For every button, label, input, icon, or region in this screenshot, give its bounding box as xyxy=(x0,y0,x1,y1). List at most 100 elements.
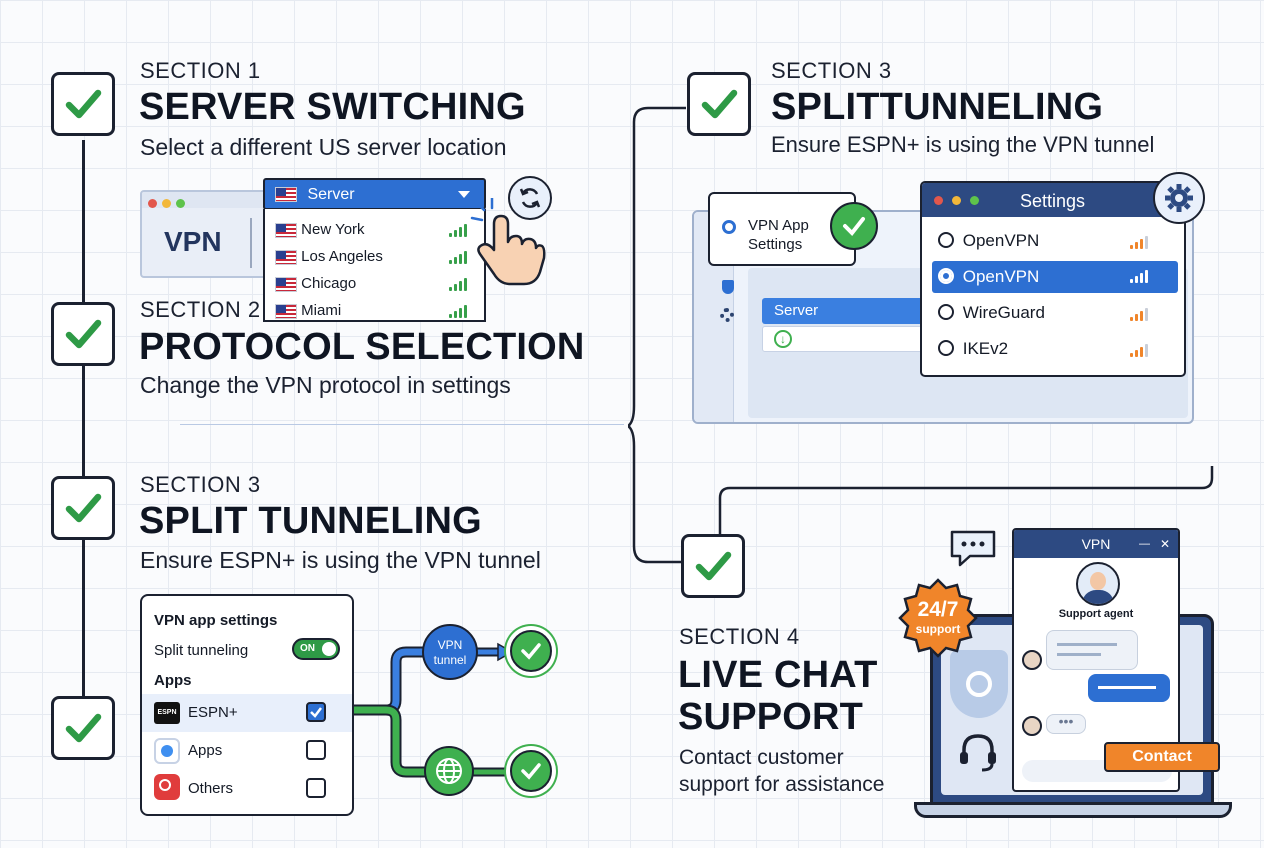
callout-label: VPN App Settings xyxy=(748,217,809,253)
protocol-option[interactable]: IKEv2 xyxy=(938,339,1008,359)
apps-logo-icon xyxy=(154,738,180,764)
section-3-title: SPLIT TUNNELING xyxy=(139,500,482,542)
others-checkbox[interactable] xyxy=(306,778,326,798)
contact-button-label: Contact xyxy=(1132,748,1192,765)
espn-logo-icon: ESPN xyxy=(154,702,180,724)
radio-icon xyxy=(938,340,954,356)
apps-heading: Apps xyxy=(154,672,192,689)
server-option[interactable]: Chicago xyxy=(275,275,356,292)
signal-icon xyxy=(449,223,467,237)
server-dropdown[interactable]: Server xyxy=(263,178,486,210)
direct-check-icon xyxy=(510,750,552,792)
user-avatar xyxy=(1022,650,1042,670)
support-connector xyxy=(712,466,1216,536)
radio-icon xyxy=(938,232,954,248)
us-flag-icon xyxy=(275,303,297,319)
download-icon: ↓ xyxy=(774,330,792,348)
server-dropdown-label: Server xyxy=(307,186,355,203)
checkbox-section-4 xyxy=(681,534,745,598)
support-badge: 24/7 support xyxy=(898,578,978,658)
protocol-option[interactable]: OpenVPN xyxy=(938,231,1039,251)
section-3b-label: SECTION 3 xyxy=(771,58,892,83)
server-list: New York Los Angeles Chicago Miami xyxy=(263,209,486,322)
chat-window-title: VPN xyxy=(1081,536,1111,552)
vpn-tunnel-node: VPN tunnel xyxy=(422,624,478,680)
espn-checkbox[interactable] xyxy=(306,702,326,722)
section-3-label: SECTION 3 xyxy=(140,472,261,497)
section-4-desc: Contact customer support for assistance xyxy=(679,746,885,796)
shield-icon xyxy=(722,280,734,294)
section-2-desc: Change the VPN protocol in settings xyxy=(140,372,511,398)
settings-check-icon xyxy=(830,202,878,250)
server-option[interactable]: New York xyxy=(275,221,365,238)
check-icon xyxy=(65,493,102,523)
section-2-title: PROTOCOL SELECTION xyxy=(139,326,585,368)
server-bar[interactable]: Server xyxy=(762,298,932,324)
signal-icon xyxy=(1130,307,1148,321)
vpn-tunnel-label: VPN tunnel xyxy=(433,638,467,667)
radio-icon xyxy=(938,304,954,320)
section-1-title: SERVER SWITCHING xyxy=(139,86,526,128)
check-icon xyxy=(65,319,102,349)
app-name: ESPN+ xyxy=(188,704,238,721)
gear-icon xyxy=(720,308,734,322)
others-logo-icon xyxy=(154,774,180,800)
app-name: Others xyxy=(188,780,234,797)
split-tunneling-toggle[interactable]: ON xyxy=(292,638,340,660)
minimize-icon[interactable]: — xyxy=(1139,538,1150,550)
typing-indicator: ••• xyxy=(1046,714,1086,734)
checkbox-section-3b xyxy=(687,72,751,136)
pointer-hand-icon xyxy=(470,196,546,293)
headset-icon xyxy=(956,730,1000,774)
divider-middle xyxy=(180,424,624,425)
badge-sub: support xyxy=(915,622,961,636)
checkbox-split-panel xyxy=(51,696,115,760)
laptop-base xyxy=(914,802,1232,818)
apps-checkbox[interactable] xyxy=(306,740,326,760)
signal-icon xyxy=(449,304,467,318)
timeline-left xyxy=(82,140,85,700)
check-icon xyxy=(65,89,102,119)
vpn-label: VPN xyxy=(164,226,222,257)
section-3-desc: Ensure ESPN+ is using the VPN tunnel xyxy=(140,547,541,573)
app-name: Apps xyxy=(188,742,223,759)
signal-icon xyxy=(449,277,467,291)
panel-heading: VPN app settings xyxy=(154,612,278,629)
radio-icon xyxy=(938,268,954,284)
chat-bubble-icon xyxy=(948,528,998,568)
globe-icon xyxy=(424,746,474,796)
refresh-icon[interactable] xyxy=(508,176,552,220)
vpn-window-mock: VPN xyxy=(140,190,268,278)
signal-icon xyxy=(1130,269,1148,283)
check-icon xyxy=(695,551,732,581)
section-3b-desc: Ensure ESPN+ is using the VPN tunnel xyxy=(771,132,1155,157)
signal-icon xyxy=(449,250,467,264)
bracket-connector xyxy=(625,106,688,566)
checkbox-section-3 xyxy=(51,476,115,540)
badge-main: 24/7 xyxy=(917,598,959,621)
settings-window-title: Settings xyxy=(1020,191,1086,211)
contact-button[interactable]: Contact xyxy=(1104,742,1220,772)
us-flag-icon xyxy=(275,222,297,238)
server-option[interactable]: Miami xyxy=(275,302,341,319)
signal-icon xyxy=(1130,343,1148,357)
agent-message-bubble xyxy=(1046,630,1138,670)
us-flag-icon xyxy=(275,187,297,203)
section-1-desc: Select a different US server location xyxy=(140,134,507,160)
us-flag-icon xyxy=(275,249,297,265)
protocol-option[interactable]: WireGuard xyxy=(938,303,1045,323)
split-tunneling-label: Split tunneling xyxy=(154,642,249,659)
checkbox-section-2 xyxy=(51,302,115,366)
user-message-bubble xyxy=(1088,674,1170,702)
check-icon xyxy=(701,89,738,119)
tunnel-paths xyxy=(354,642,514,778)
agent-avatar xyxy=(1076,562,1120,606)
shield-person-icon xyxy=(950,650,1008,718)
server-option[interactable]: Los Angeles xyxy=(275,248,383,265)
agent-label: Support agent xyxy=(1058,608,1134,620)
tunnel-check-icon xyxy=(510,630,552,672)
chevron-down-icon xyxy=(458,191,470,198)
close-icon[interactable]: ✕ xyxy=(1159,537,1170,551)
check-icon xyxy=(65,713,102,743)
gear-icon[interactable] xyxy=(1153,172,1205,224)
